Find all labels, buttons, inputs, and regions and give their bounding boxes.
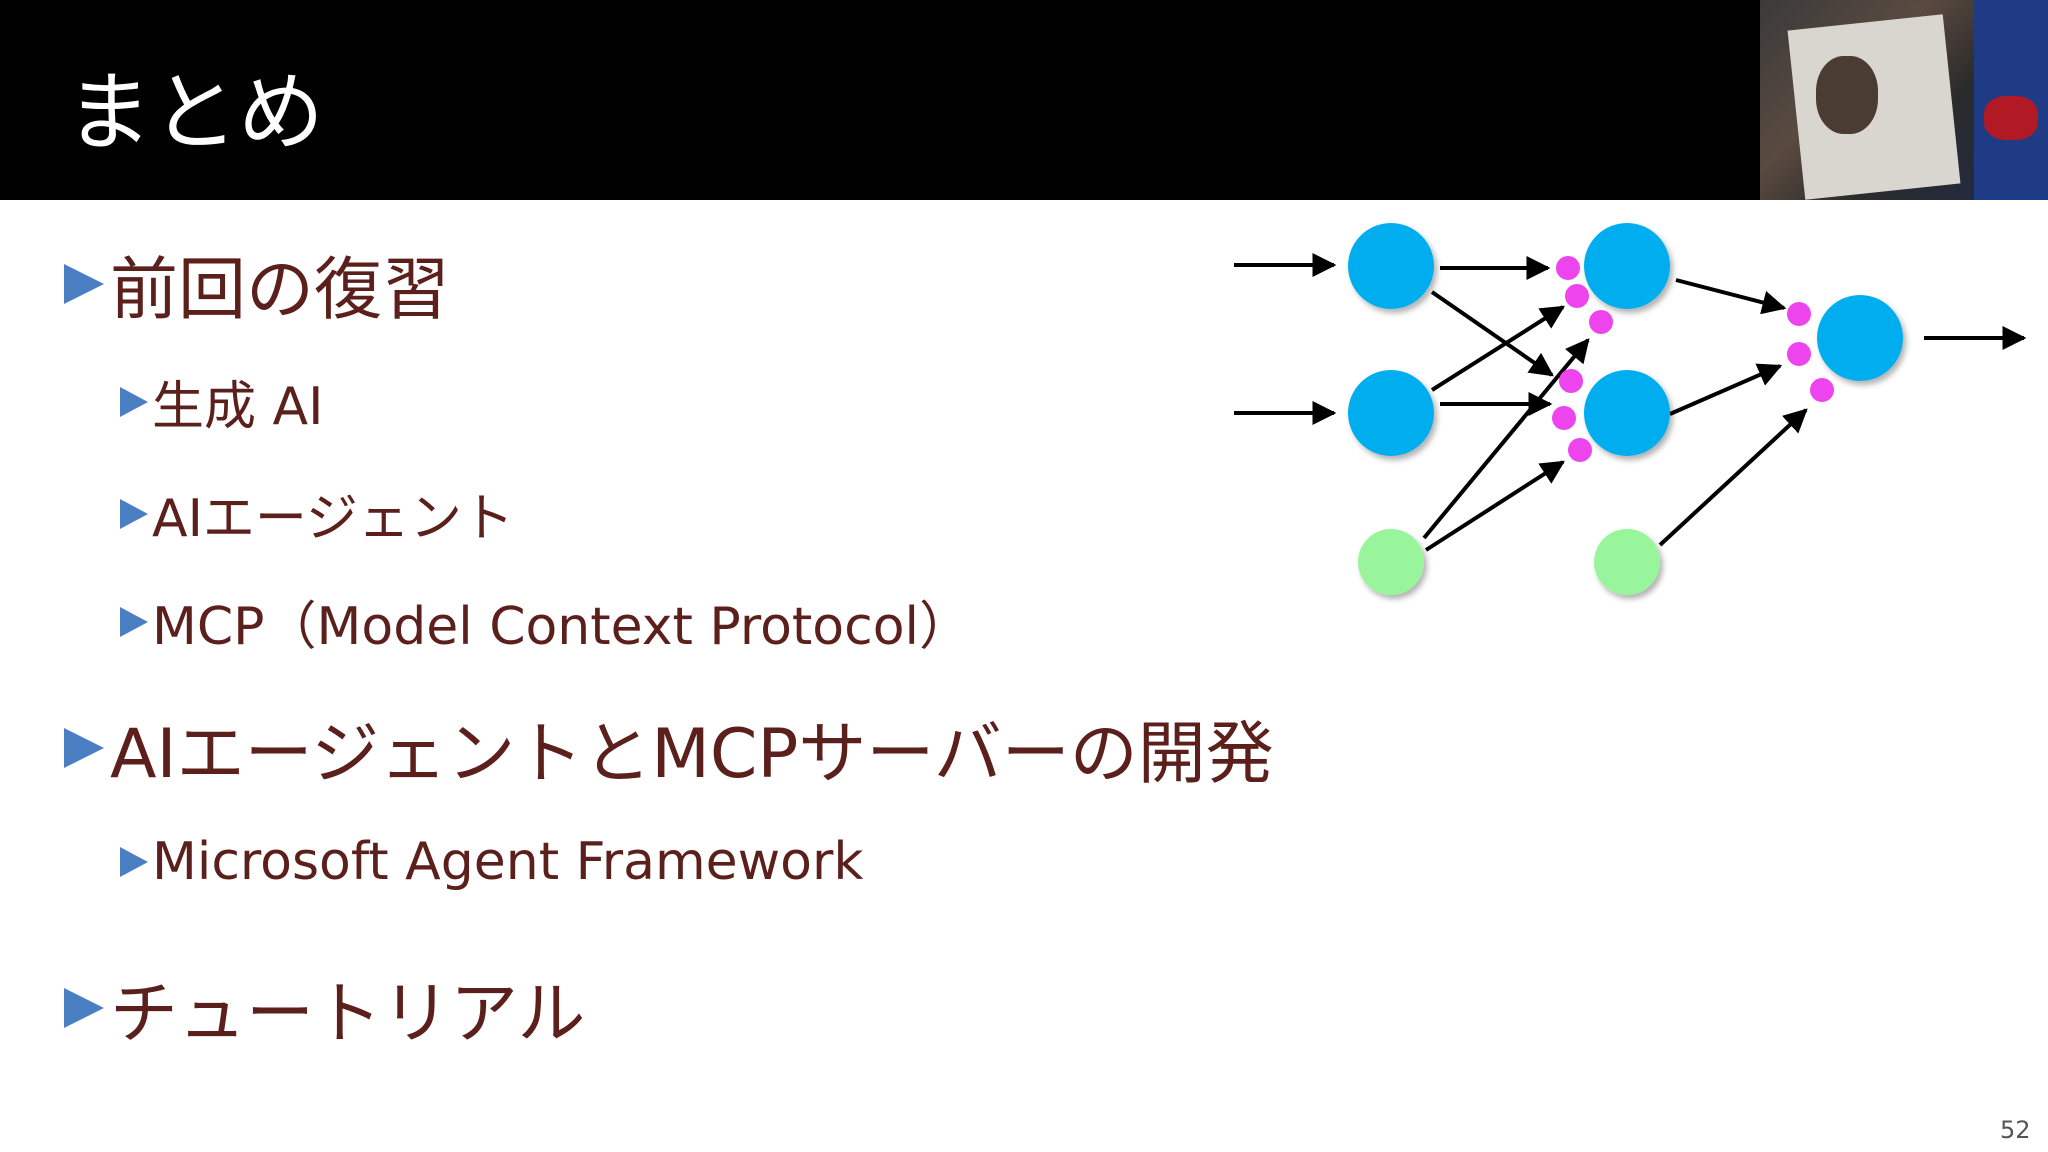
weight-dot xyxy=(1787,302,1811,326)
bullet-agent-framework: Microsoft Agent Framework xyxy=(120,832,863,892)
blue-triangle-icon xyxy=(64,987,104,1028)
bullet-review: 前回の復習 xyxy=(64,234,450,333)
edge xyxy=(1430,290,1554,377)
weight-dot xyxy=(1552,406,1576,430)
weight-dot xyxy=(1568,438,1592,462)
webcam-red-object xyxy=(1984,96,2038,140)
bullet-text: 前回の復習 xyxy=(110,251,451,330)
bias-neuron-2 xyxy=(1594,529,1660,595)
blue-triangle-icon xyxy=(120,847,148,877)
edge xyxy=(1422,338,1590,540)
slide-title: まとめ xyxy=(66,63,324,163)
weight-dot xyxy=(1810,378,1834,402)
bullet-tutorial: チュートリアル xyxy=(64,958,585,1057)
bullet-text: Microsoft Agent Framework xyxy=(152,832,864,892)
edge xyxy=(1658,408,1808,547)
edge xyxy=(1430,305,1566,392)
bullet-agent-mcp-dev: AIエージェントとMCPサーバーの開発 xyxy=(64,698,1274,797)
blue-triangle-icon xyxy=(64,263,104,304)
edge xyxy=(1675,278,1787,315)
bias-neuron-1 xyxy=(1358,529,1424,595)
bullet-text: AIエージェント xyxy=(152,489,514,549)
input-neuron-2 xyxy=(1348,370,1434,456)
input-neuron-1 xyxy=(1348,223,1434,309)
blue-triangle-icon xyxy=(120,386,148,417)
presenter-webcam-thumbnail xyxy=(1760,0,2048,200)
weight-dot xyxy=(1589,310,1613,334)
bullet-text: 生成 AI xyxy=(152,377,324,437)
weight-dot xyxy=(1556,256,1580,280)
bullet-text: AIエージェントとMCPサーバーの開発 xyxy=(110,715,1274,794)
blue-triangle-icon xyxy=(120,606,148,637)
weight-dot xyxy=(1565,284,1589,308)
blue-triangle-icon xyxy=(64,727,104,768)
bullet-mcp: MCP（Model Context Protocol） xyxy=(120,584,971,659)
page-number: 52 xyxy=(2000,1116,2031,1144)
hidden-neuron-2 xyxy=(1584,370,1670,456)
bullet-ai-agent: AIエージェント xyxy=(120,476,514,551)
bullet-text: MCP（Model Context Protocol） xyxy=(152,597,971,657)
title-bar: まとめ xyxy=(0,0,2048,200)
blue-triangle-icon xyxy=(120,498,148,529)
weight-dot xyxy=(1787,342,1811,366)
hidden-neuron-1 xyxy=(1584,223,1670,309)
webcam-face xyxy=(1816,56,1878,134)
bullet-generative-ai: 生成 AI xyxy=(120,364,323,439)
weight-dot xyxy=(1559,369,1583,393)
edge xyxy=(1424,460,1566,552)
bullet-text: チュートリアル xyxy=(110,975,586,1054)
edge xyxy=(1669,363,1783,416)
output-neuron xyxy=(1817,295,1903,381)
